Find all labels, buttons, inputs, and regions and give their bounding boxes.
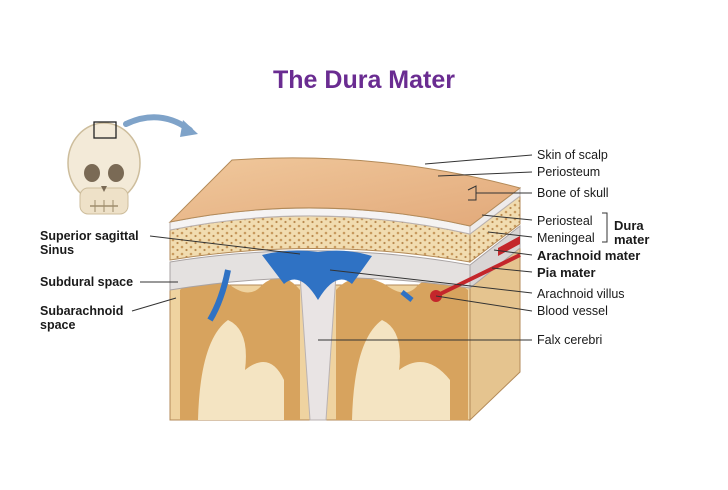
label-pia-mater: Pia mater [537,265,596,280]
leader-periosteal [481,214,533,221]
leader-arachnoid [493,249,533,256]
leader-meningeal [487,231,533,238]
leader-pia [491,267,533,273]
arrow-head [180,120,198,137]
leader-bone [467,185,532,201]
leader-skin [424,154,533,165]
label-skin-of-scalp: Skin of scalp [537,148,608,162]
brain-block [169,243,521,422]
dura-bracket [602,212,608,243]
label-falx-cerebri: Falx cerebri [537,333,603,347]
label-superior-sagittal-sinus: Superior sagittal Sinus [40,229,139,257]
label-subdural-space: Subdural space [40,275,134,289]
leader-subarachnoid [131,297,177,312]
arrow-icon [123,114,193,133]
label-arachnoid-villus: Arachnoid villus [537,287,625,301]
label-dura-mater: Dura mater [614,218,650,247]
leader-vessel [435,295,533,312]
label-arachnoid-mater: Arachnoid mater [537,248,641,263]
leader-periosteum [437,171,533,177]
label-blood-vessel: Blood vessel [537,304,608,318]
skull-icon [67,121,141,215]
label-periosteum: Periosteum [537,165,601,179]
leader-sinus [149,235,301,255]
label-bone-of-skull: Bone of skull [537,186,609,200]
scalp-layer [168,157,522,227]
label-periosteal: Periosteal [537,214,593,228]
diagram-title: The Dura Mater [273,66,455,94]
label-meningeal: Meningeal [537,231,595,245]
leader-lines [131,154,608,341]
leader-villus [329,269,533,294]
meninges-layer [169,224,521,322]
label-subarachnoid-space: Subarachnoid space [40,304,124,332]
